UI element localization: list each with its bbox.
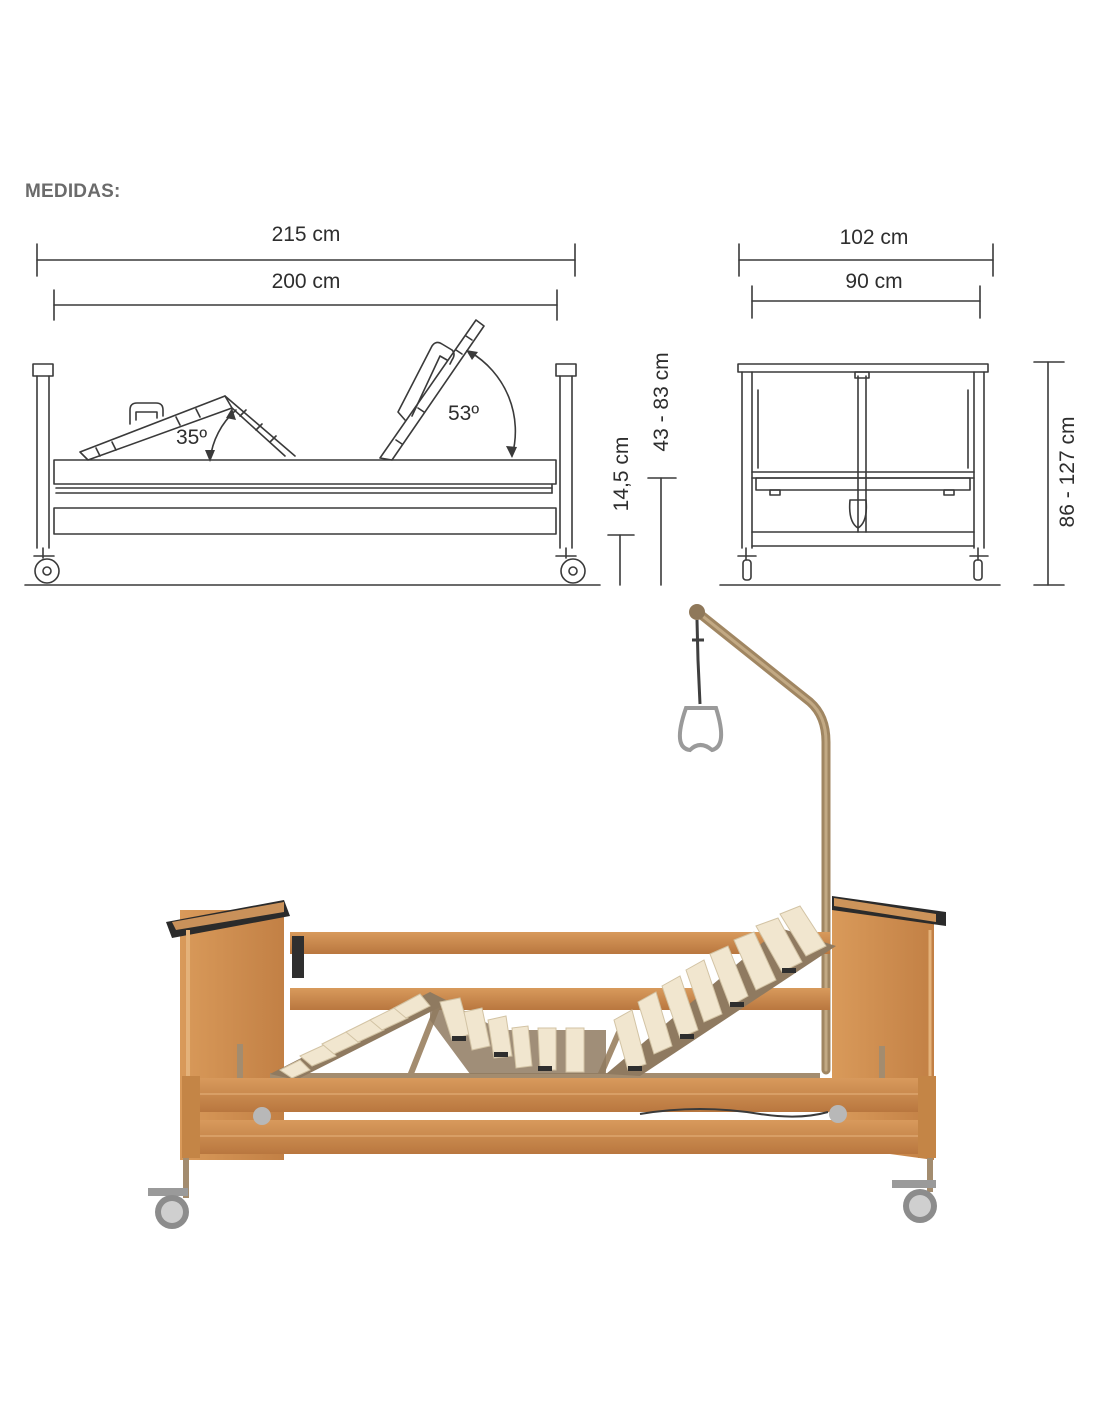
dimension-inner-width [751,285,981,319]
backrest-angle-label: 53º [448,402,479,425]
trapeze-handle [678,619,724,753]
control-box [292,936,304,978]
platform-height-label: 43 - 83 cm [650,352,673,451]
slat-clips [452,968,796,1071]
caster-back-right [829,1105,847,1123]
slats [279,905,827,1079]
dimension-platform-height [647,477,677,586]
lifting-pole [689,604,831,1075]
backrest-angle-arc [469,351,517,457]
total-width-label: 102 cm [840,226,909,249]
dimension-inner-length [53,289,558,321]
caster-right [892,1180,937,1223]
legrest-angle-label: 35º [176,426,207,449]
underbed-clearance-label: 14,5 cm [610,437,633,512]
near-side-rails [182,1076,936,1158]
dimension-total-height [1033,361,1065,586]
caster-left [148,1188,189,1229]
caster-back-left [253,1107,271,1125]
power-cable [639,1108,829,1118]
dimension-underbed-clearance [607,534,635,586]
dimension-total-width [738,243,994,277]
dimension-total-length [36,243,576,277]
total-height-label: 86 - 127 cm [1056,417,1079,528]
inner-length-label: 200 cm [272,270,341,293]
total-length-label: 215 cm [272,223,341,246]
end-view-bed [719,363,1001,586]
product-image-bed [148,604,946,1229]
technical-drawing: 215 cm 200 cm 53º 35º 102 cm 90 cm 14,5 … [24,223,1079,586]
measurements-heading: MEDIDAS: [25,181,121,202]
inner-width-label: 90 cm [845,270,902,293]
side-view-bed [24,319,601,586]
